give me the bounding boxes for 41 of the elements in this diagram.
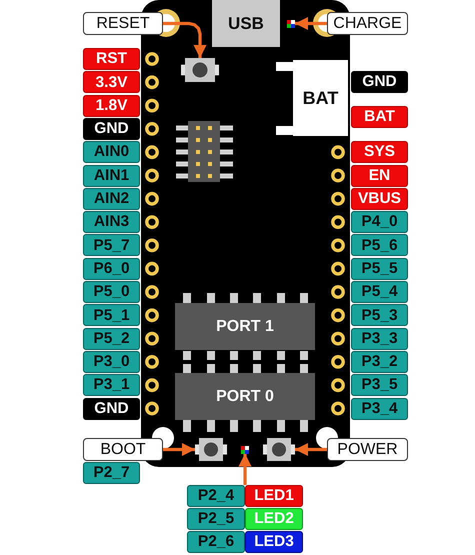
pin-label: P2_6 (187, 531, 245, 553)
pin-label: P5_1 (83, 304, 140, 326)
pin-label: P4_0 (351, 211, 408, 234)
pin-label: AIN1 (83, 164, 140, 186)
callout-label: BOOT (83, 438, 163, 461)
callout-label: CHARGE (327, 12, 408, 35)
pin-label: P5_2 (83, 328, 140, 350)
pin-label: LED2 (245, 508, 303, 530)
pin-label: P5_0 (83, 281, 140, 303)
pin-label: GND (351, 71, 408, 93)
pin-label: 3.3V (83, 71, 140, 94)
pin-label: LED3 (245, 531, 303, 553)
pin-label: 1.8V (83, 94, 140, 117)
pin-label: VBUS (351, 188, 408, 210)
pin-label: EN (351, 164, 408, 186)
pin-label: GND (83, 398, 140, 420)
pin-label: P3_3 (351, 328, 408, 350)
pin-label: P2_4 (187, 485, 245, 507)
pin-label: P2_7 (83, 462, 140, 484)
pin-label: LED1 (245, 485, 303, 507)
pin-label: P3_5 (351, 374, 408, 396)
pin-label: P3_0 (83, 350, 140, 373)
pin-label: P5_3 (351, 304, 408, 326)
pin-label: GND (83, 118, 140, 140)
pin-label: P3_2 (351, 350, 408, 373)
pin-label: P3_1 (83, 374, 140, 396)
pin-label: P3_4 (351, 398, 408, 420)
pin-label: AIN0 (83, 141, 140, 164)
pin-label: P5_4 (351, 281, 408, 303)
pin-label: P2_5 (187, 508, 245, 530)
pin-label: P5_5 (351, 258, 408, 280)
pin-label: RST (83, 48, 140, 70)
callout-label: POWER (327, 438, 408, 461)
pin-label: SYS (351, 141, 408, 164)
pin-label: AIN3 (83, 211, 140, 234)
pin-label: AIN2 (83, 188, 140, 210)
pin-label: P5_6 (351, 234, 408, 256)
pin-label: P5_7 (83, 234, 140, 256)
pin-label: BAT (351, 106, 408, 128)
pin-label: P6_0 (83, 258, 140, 280)
callout-label: RESET (83, 12, 163, 35)
